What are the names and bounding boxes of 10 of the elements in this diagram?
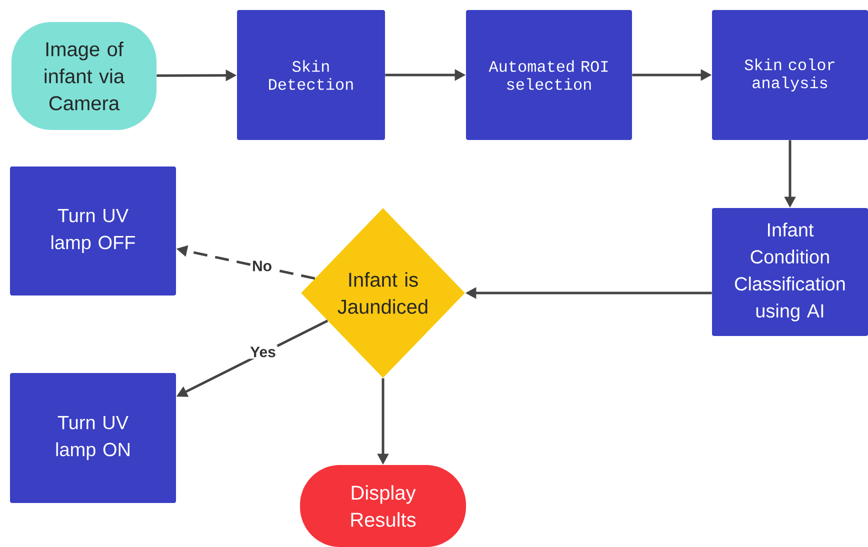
process-box: Infant Condition Classification using AI xyxy=(712,208,868,336)
process-box: Turn UV lamp OFF xyxy=(10,166,176,296)
edge-label: No xyxy=(250,259,274,273)
process-box: Turn UV lamp ON xyxy=(10,373,176,503)
process-box: Skin Detection xyxy=(237,10,385,140)
edge-label: Yes xyxy=(248,345,278,359)
end-box: Display Results xyxy=(300,465,466,547)
process-box: Skin color analysis xyxy=(712,10,868,140)
process-box: Automated ROI selection xyxy=(466,10,632,140)
start-box: Image of infant via Camera xyxy=(12,22,156,130)
